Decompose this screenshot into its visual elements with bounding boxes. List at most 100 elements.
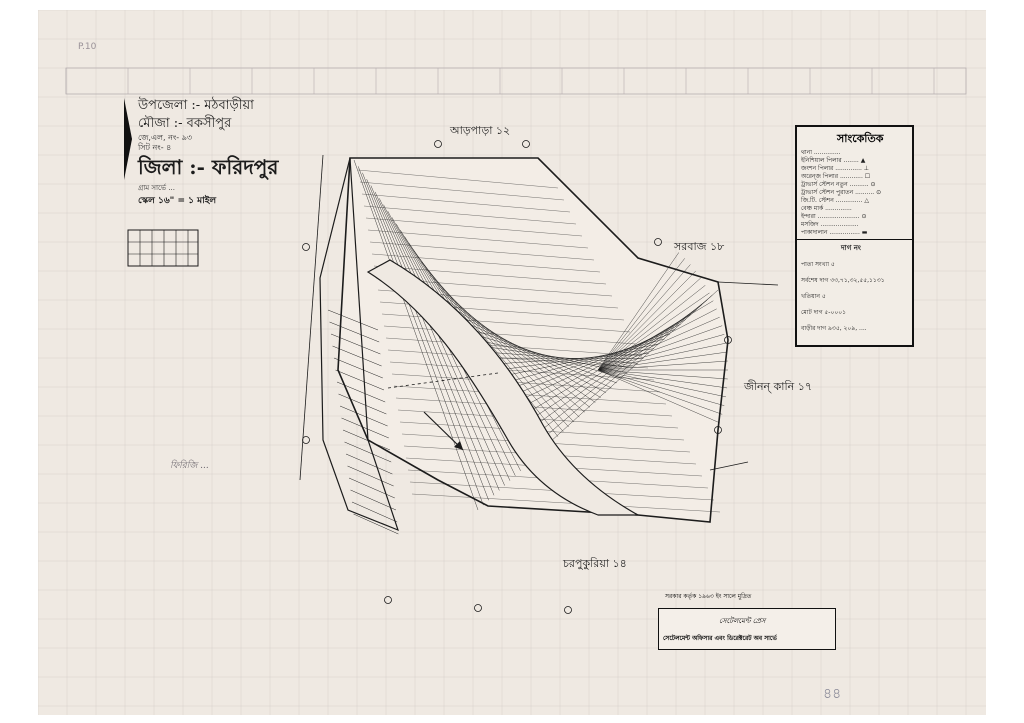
parcel-line bbox=[395, 397, 673, 417]
map-sheet: P.10 উপজেলা :- মঠবাড়ীয়া মৌজা :- বকসীপু… bbox=[38, 10, 986, 715]
stamp-line-2: সেটেলমেন্ট প্রেস bbox=[719, 617, 766, 625]
neighbour-south: চরপুকুরিয়া ১৪ bbox=[563, 557, 627, 570]
parcel-line bbox=[341, 417, 389, 439]
legend-item: পাকাদালান ................ ▬ bbox=[801, 229, 868, 236]
legend-box: সাংকেতিক থানা .............. ইনিশিয়াল প… bbox=[795, 125, 914, 347]
sheet-number: সিট নং- ৪ bbox=[138, 143, 172, 152]
parcel-line bbox=[350, 489, 397, 511]
legend-item: ট্রাভার্স স্টেশন পুরাতন .......... ⊙ bbox=[801, 189, 882, 196]
parcel-line bbox=[353, 159, 479, 511]
scale-note: গ্রাম সার্ভে ... bbox=[138, 184, 175, 192]
parcel-line bbox=[353, 513, 399, 535]
cadastral-map-drawing bbox=[38, 10, 986, 715]
parcel-line bbox=[344, 441, 392, 463]
legend-note: মোট দাগ ৫-০০০১ bbox=[801, 309, 847, 316]
legend-subtitle: দাগ নং bbox=[841, 244, 861, 252]
parcel-line bbox=[330, 333, 381, 355]
survey-station-icon bbox=[474, 604, 482, 612]
legend-note: বাড়ীর দাগ ৯৩৫, ২০৯, .... bbox=[801, 325, 867, 332]
boundary-line bbox=[299, 154, 324, 481]
page-number: P.10 bbox=[78, 42, 97, 52]
parcel-line bbox=[370, 185, 500, 491]
parcel-line bbox=[357, 169, 559, 189]
legend-item: ইন্দারা ...................... ⊙ bbox=[801, 213, 867, 220]
parcel-line bbox=[332, 345, 382, 367]
parcel-line bbox=[597, 369, 726, 398]
parcel-line bbox=[367, 229, 589, 249]
parcel-line bbox=[597, 292, 710, 371]
upazila-label: উপজেলা :- মঠবাড়ীয়া bbox=[138, 98, 254, 113]
parcel-line bbox=[359, 181, 565, 201]
boundary-line bbox=[709, 461, 749, 471]
parcel-line bbox=[597, 285, 706, 371]
parcel-line bbox=[442, 293, 591, 408]
survey-station-icon bbox=[654, 238, 662, 246]
legend-divider bbox=[797, 239, 912, 240]
parcel-line bbox=[597, 369, 728, 389]
neighbour-north: আড়পাড়া ১২ bbox=[450, 124, 511, 137]
left-strip-boundary bbox=[319, 157, 399, 532]
legend-item: জংশন পিলার .............. ⊥ bbox=[801, 165, 870, 172]
parcel-line bbox=[597, 369, 723, 415]
legend-item: মসজিদ .................... bbox=[801, 221, 859, 228]
jl-number: জে,এল, নং- ৯৩ bbox=[138, 133, 193, 142]
parcel-line bbox=[597, 264, 691, 371]
parcel-line bbox=[371, 253, 601, 273]
stamp-line-3: সেটেলমেন্ট অফিসার এবং ডিরেক্টরেট অব সার্… bbox=[663, 635, 777, 642]
legend-note: পাতা সংখ্যা ৫ bbox=[801, 261, 835, 268]
parcel-line bbox=[597, 316, 720, 371]
legend-note: সর্বশেষ দাগ ৩৩,৭১,৩২,৫৫,১১৩১ bbox=[801, 277, 885, 284]
legend-item: বেঞ্চ মার্ক .............. bbox=[801, 205, 852, 212]
legend-item: অরেন্‌জ পিলার ............ ☐ bbox=[801, 173, 871, 180]
boundary-line bbox=[717, 281, 779, 286]
parcel-line bbox=[597, 369, 725, 406]
pencil-note: ফিরিজি ... bbox=[170, 461, 209, 471]
survey-station-icon bbox=[714, 426, 722, 434]
mouza-label: মৌজা :- বকসীপুর bbox=[138, 116, 232, 131]
parcel-line bbox=[335, 369, 385, 391]
parcel-line bbox=[342, 429, 391, 451]
parcel-line bbox=[333, 357, 383, 379]
parcel-line bbox=[339, 405, 388, 427]
legend-item: ট্রাভার্স স্টেশন নতুন .......... ⊙ bbox=[801, 181, 876, 188]
parcel-line bbox=[393, 385, 667, 405]
parcel-line bbox=[597, 300, 714, 371]
parcel-line bbox=[374, 191, 505, 486]
parcel-line bbox=[389, 361, 655, 381]
scale-label: স্কেল ১৬" = ১ মাইল bbox=[138, 196, 217, 206]
parcel-line bbox=[597, 334, 725, 371]
legend-item: থানা .............. bbox=[801, 149, 841, 156]
parcel-line bbox=[348, 477, 395, 499]
scale-bar bbox=[127, 229, 199, 267]
parcel-line bbox=[531, 304, 703, 429]
legend-title: সাংকেতিক bbox=[837, 132, 884, 145]
legend-note: খতিয়ান ৫ bbox=[801, 293, 826, 300]
parcel-line bbox=[362, 172, 489, 501]
survey-station-icon bbox=[724, 336, 732, 344]
legend-item: ইনিশিয়াল পিলার ........ ▲ bbox=[801, 157, 866, 164]
parcel-line bbox=[434, 281, 580, 418]
parcel-line bbox=[597, 360, 728, 371]
parcel-line bbox=[480, 351, 639, 364]
parcel-line bbox=[365, 217, 583, 237]
parcel-line bbox=[369, 241, 595, 261]
print-stamp: সরকার কর্তৃক ১৯৬৩ ইং সালে মুদ্রিত সেটেলম… bbox=[658, 593, 836, 650]
parcel-line bbox=[597, 258, 685, 371]
parcel-line bbox=[597, 308, 717, 371]
parcel-line bbox=[373, 265, 607, 285]
parcel-line bbox=[597, 369, 728, 380]
district-label: জিলা :- ফরিদপুর bbox=[138, 155, 279, 179]
legend-item: জি.টি. স্টেশন .............. △ bbox=[801, 197, 869, 204]
parcel-line bbox=[597, 351, 728, 371]
parcel-line bbox=[597, 277, 701, 371]
parcel-line bbox=[385, 337, 643, 357]
parcel-line bbox=[535, 299, 708, 435]
parcel-line bbox=[597, 252, 680, 371]
parcel-line bbox=[391, 373, 661, 393]
parcel-line bbox=[526, 309, 697, 423]
survey-station-icon bbox=[434, 140, 442, 148]
parcel-line bbox=[347, 465, 394, 487]
flow-arrow-icon bbox=[423, 411, 464, 451]
survey-station-icon bbox=[522, 140, 530, 148]
parcel-line bbox=[446, 300, 596, 403]
